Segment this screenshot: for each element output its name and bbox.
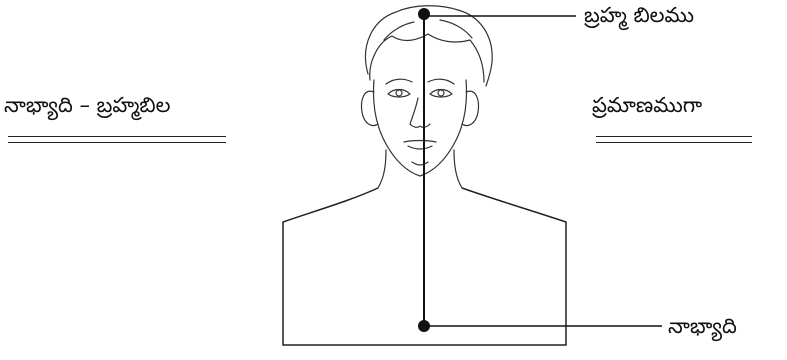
- left-title-label: నాభ్యాది – బ్రహ్మబిల: [4, 95, 170, 116]
- crown-label: బ్రహ్మ బిలము: [584, 5, 694, 26]
- head-illustration: [362, 6, 493, 188]
- crown-point: [418, 8, 430, 20]
- right-title-label: ప్రమాణముగా: [592, 95, 702, 116]
- left-title-underline-bottom: [8, 142, 226, 143]
- left-title-underline-top: [8, 136, 226, 137]
- right-title-underline-bottom: [596, 142, 752, 143]
- navel-label: నాభ్యాది: [668, 316, 737, 337]
- right-title-underline-top: [596, 136, 752, 137]
